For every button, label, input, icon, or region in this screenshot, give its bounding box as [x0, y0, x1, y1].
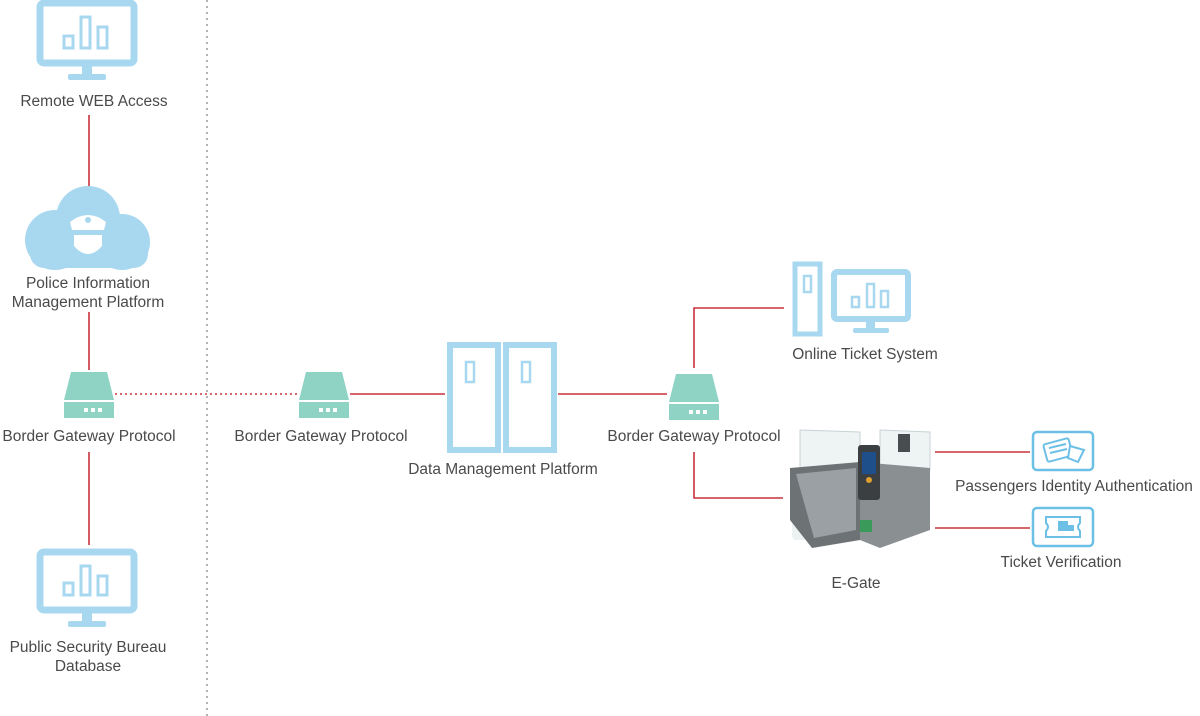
egate-label: E-Gate	[831, 575, 881, 592]
link-bgp-right-egate	[693, 452, 783, 499]
bgp-middle-label: Border Gateway Protocol	[234, 428, 408, 445]
police-platform-label-line1: Police Information	[25, 275, 151, 292]
identity-auth-label: Passengers Identity Authentication	[955, 478, 1193, 495]
police-platform-label-line2: Management Platform	[11, 294, 165, 311]
egate-image	[790, 429, 931, 548]
psb-database-label-line2: Database	[54, 658, 122, 675]
link-bgp-right-online-ticket	[693, 307, 784, 368]
id-card-icon	[1031, 430, 1095, 472]
connections	[88, 115, 1030, 545]
bgp-right-label: Border Gateway Protocol	[607, 428, 781, 445]
ticket-verification-label: Ticket Verification	[1000, 554, 1122, 571]
router-icon	[299, 372, 349, 418]
online-ticket-label: Online Ticket System	[792, 346, 938, 363]
server-cabinet-icon	[447, 342, 557, 453]
monitor-icon	[36, 548, 138, 627]
police-cloud-icon	[25, 186, 150, 270]
computer-tower-icon	[792, 261, 823, 337]
data-platform-label: Data Management Platform	[408, 461, 598, 478]
ticket-icon	[1031, 506, 1095, 548]
psb-database-label-line1: Public Security Bureau	[9, 639, 167, 656]
router-icon	[669, 374, 719, 420]
monitor-icon	[831, 269, 911, 333]
remote-web-access-label: Remote WEB Access	[20, 93, 168, 110]
router-icon	[64, 372, 114, 418]
bgp-left-label: Border Gateway Protocol	[2, 428, 176, 445]
monitor-icon	[36, 0, 138, 80]
